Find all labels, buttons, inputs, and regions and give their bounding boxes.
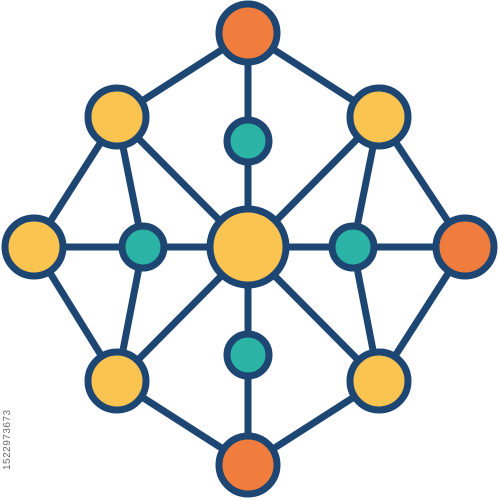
node-inner-bottom (223, 330, 273, 380)
node-bottom-right (346, 348, 412, 414)
stock-id-watermark: 1522973673 (2, 409, 13, 470)
node-top-left (84, 84, 150, 150)
node-top-right (346, 84, 412, 150)
node-inner-top (223, 116, 273, 166)
node-inner-right (328, 222, 378, 272)
node-bottom-left (84, 348, 150, 414)
node-top (215, 0, 281, 66)
node-center-hub (206, 205, 290, 289)
node-right (432, 214, 498, 280)
node-left (1, 214, 67, 280)
node-bottom (215, 432, 281, 498)
node-inner-left (118, 222, 168, 272)
